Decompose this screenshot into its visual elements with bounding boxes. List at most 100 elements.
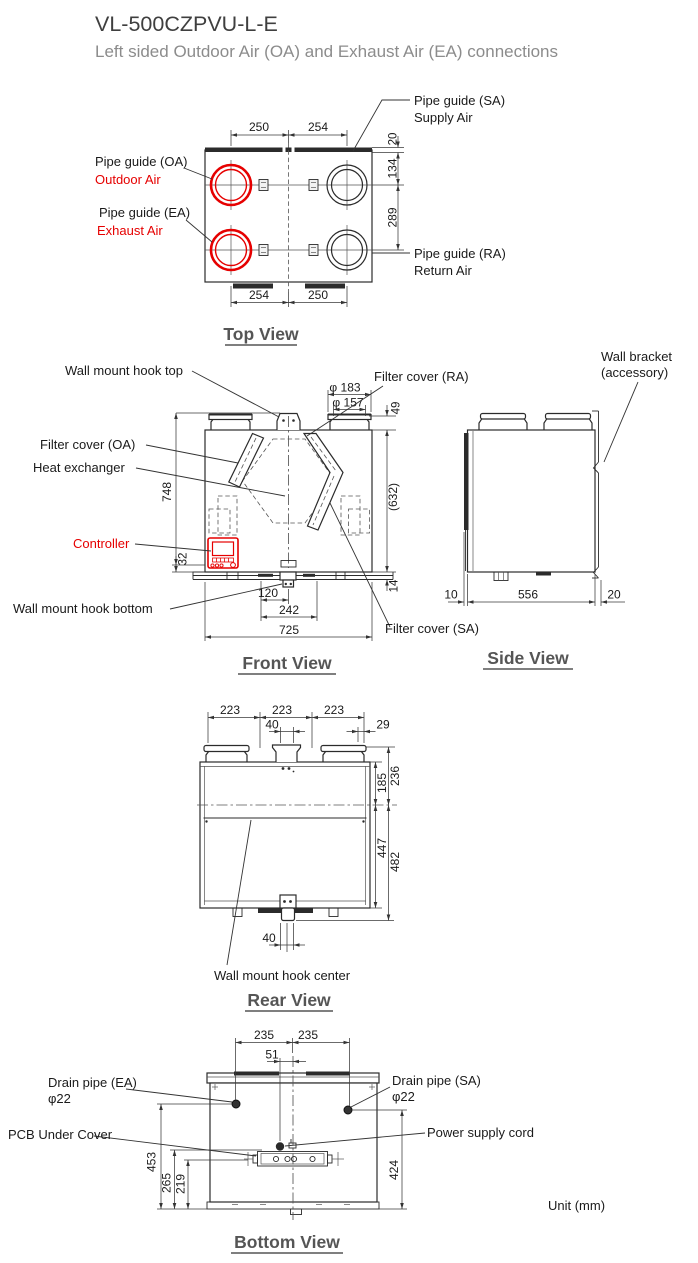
label-controller: Controller <box>73 536 130 551</box>
leader-drain-sa <box>350 1086 391 1108</box>
dim-482: 482 <box>388 852 402 872</box>
dim-453: 453 <box>145 1152 159 1172</box>
front-view: 748 32 (632) 49 14 φ 183 φ 157 120 242 7… <box>13 363 479 675</box>
label-power-cord: Power supply cord <box>427 1125 534 1140</box>
label-wall-bracket-1: Wall bracket <box>601 349 672 364</box>
side-view-body <box>466 429 596 573</box>
label-filter-ra: Filter cover (RA) <box>374 369 469 384</box>
side-bottom-details <box>493 571 551 581</box>
bottom-view-title: Bottom View <box>234 1232 340 1252</box>
label-filter-oa: Filter cover (OA) <box>40 437 135 452</box>
rear-hook-bottom-shape <box>279 894 297 922</box>
dim-40-bottom: 40 <box>262 931 276 945</box>
dim-29: 29 <box>376 718 390 732</box>
dim-40-top: 40 <box>265 718 279 732</box>
side-view-title: Side View <box>487 648 569 668</box>
dim-265: 265 <box>160 1173 174 1193</box>
pipe-opening-oa <box>209 163 253 207</box>
leader-pcb <box>93 1135 257 1157</box>
dim-424: 424 <box>387 1160 401 1180</box>
top-view-dim-lines <box>230 130 404 307</box>
dim-223-a: 223 <box>220 703 240 717</box>
dim-289: 289 <box>386 207 400 227</box>
dim-748: 748 <box>160 482 174 502</box>
label-drain-sa: Drain pipe (SA) <box>392 1073 481 1088</box>
dim-dia183: φ 183 <box>329 381 360 395</box>
label-drain-ea: Drain pipe (EA) <box>48 1075 137 1090</box>
rear-view: 223 223 223 40 29 185 236 447 482 40 Wal… <box>197 703 402 1012</box>
leader-controller <box>134 543 212 552</box>
side-front-edge-strip <box>464 433 469 530</box>
dim-236: 236 <box>388 766 402 786</box>
side-view: 10 556 20 Wall bracket (accessory) Side … <box>444 349 672 670</box>
top-view-front-band <box>205 147 372 152</box>
leader-drain-ea <box>125 1088 233 1103</box>
dim-235-right: 235 <box>298 1028 318 1042</box>
label-pipe-guide-oa: Pipe guide (OA) <box>95 154 188 169</box>
leader-filter-sa <box>329 502 391 628</box>
dim-32: 32 <box>178 553 190 566</box>
dim-242: 242 <box>279 603 299 617</box>
leader-hook-center <box>226 819 252 966</box>
internal-dashed-components <box>208 495 370 536</box>
leader-power-cord <box>284 1132 426 1147</box>
top-view: 250 254 254 250 20 134 289 Pipe guide (S… <box>95 93 506 346</box>
controller-shape <box>207 537 239 569</box>
leader-heat-exchanger <box>135 467 286 497</box>
label-hook-top: Wall mount hook top <box>65 363 183 378</box>
dim-725: 725 <box>279 623 299 637</box>
label-wall-bracket-2: (accessory) <box>601 365 668 380</box>
dim-254-bottom: 254 <box>249 288 269 302</box>
label-exhaust-air: Exhaust Air <box>97 223 163 238</box>
wall-mount-hook-center-shape <box>271 744 302 773</box>
dim-250-bottom: 250 <box>308 288 328 302</box>
drain-pipe-sa-shape <box>343 1105 353 1115</box>
leader-hook-bottom <box>169 583 283 610</box>
dim-254-top: 254 <box>308 120 328 134</box>
dim-447: 447 <box>375 838 389 858</box>
side-duct-stub-right <box>543 412 593 430</box>
label-return-air: Return Air <box>414 263 472 278</box>
leader-pipe-guide-oa <box>183 167 213 180</box>
wall-bracket-shape <box>592 410 599 579</box>
dim-235-left: 235 <box>254 1028 274 1042</box>
label-drain-ea-dia: φ22 <box>48 1091 71 1106</box>
leader-pipe-guide-ea <box>185 219 213 243</box>
dim-219: 219 <box>174 1174 188 1194</box>
label-drain-sa-dia: φ22 <box>392 1089 415 1104</box>
pipe-opening-ea <box>209 228 253 272</box>
dim-120: 120 <box>258 586 278 600</box>
leader-filter-oa <box>145 444 239 464</box>
bottom-corner-marks <box>212 1084 375 1205</box>
label-hook-bottom: Wall mount hook bottom <box>13 601 153 616</box>
label-pipe-guide-ea: Pipe guide (EA) <box>99 205 190 220</box>
rear-duct-stub-right <box>320 744 367 762</box>
label-heat-exchanger: Heat exchanger <box>33 460 125 475</box>
dim-556: 556 <box>518 588 538 602</box>
dim-134: 134 <box>386 158 400 178</box>
label-pipe-guide-sa: Pipe guide (SA) <box>414 93 505 108</box>
dim-223-b: 223 <box>272 703 292 717</box>
dim-185: 185 <box>375 773 389 793</box>
header: VL-500CZPVU-L-E Left sided Outdoor Air (… <box>95 12 558 61</box>
rear-duct-stub-left <box>203 744 250 762</box>
side-duct-stub-left <box>478 412 528 430</box>
filter-cover-ra-shape <box>302 432 344 531</box>
bottom-view: 235 235 51 453 265 219 424 Drain pipe (E… <box>8 1028 605 1254</box>
label-pcb: PCB Under Cover <box>8 1127 113 1142</box>
dim-51: 51 <box>265 1048 279 1062</box>
front-bottom-vent <box>280 560 297 568</box>
leader-filter-ra <box>306 385 384 437</box>
rear-view-body <box>199 761 371 909</box>
dim-20: 20 <box>388 133 400 146</box>
label-pipe-guide-ra: Pipe guide (RA) <box>414 246 506 261</box>
label-supply-air: Supply Air <box>414 110 473 125</box>
unit-note: Unit (mm) <box>548 1198 605 1213</box>
dim-223-c: 223 <box>324 703 344 717</box>
top-view-crosshairs <box>205 160 372 275</box>
dim-dia157: φ 157 <box>332 396 363 410</box>
page-subtitle: Left sided Outdoor Air (OA) and Exhaust … <box>95 42 558 61</box>
pipe-opening-ra <box>326 229 368 271</box>
dim-49: 49 <box>391 402 403 415</box>
